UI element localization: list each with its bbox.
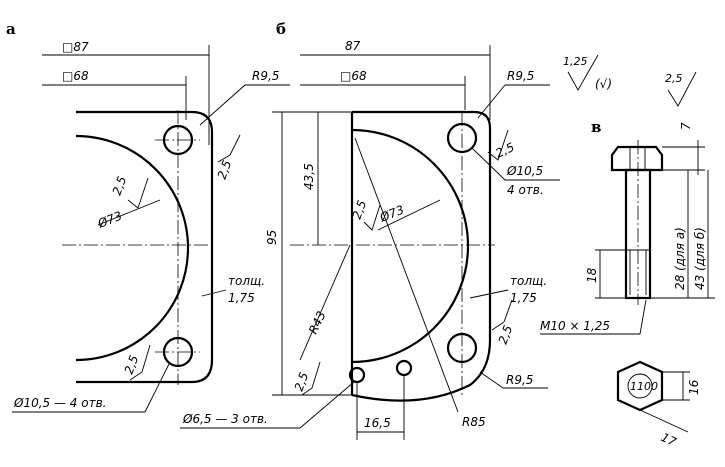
leader-r85: [354, 137, 459, 413]
finish-general-mark: [567, 54, 599, 91]
arc-diameter-text: Ø73: [95, 209, 124, 232]
arc-cutout: [75, 134, 190, 362]
radius-bottom-text: R9,5: [506, 373, 533, 387]
hex-marking: 1100: [630, 380, 658, 393]
finish-bolt-value: 2,5: [665, 72, 683, 85]
roughness-side-b-mark: [491, 299, 513, 331]
thickness-leader: [201, 289, 227, 297]
across-flats-text: 17: [659, 430, 679, 449]
roughness-hole: 2,5: [493, 140, 516, 161]
roughness-arc-b: 2,5: [350, 198, 370, 221]
radius-small-text: R43: [306, 309, 329, 336]
head-height-text: 7: [679, 122, 693, 130]
holes-leader: [144, 361, 171, 413]
roughness-bottom-mark: [301, 361, 321, 396]
small-holes-leader: [299, 381, 355, 429]
roughness-hole-mark: [487, 129, 509, 161]
leader-hole-b: [471, 147, 506, 181]
roughness-arc-mark: [127, 177, 149, 209]
leader-r43: [299, 244, 351, 361]
view-b-label: б: [276, 20, 286, 38]
roughness-side-b: 2,5: [496, 323, 516, 346]
plate-outline-b: [351, 110, 492, 402]
hole-count-text: 4 отв.: [507, 183, 544, 197]
radius-top-text: R9,5: [507, 69, 534, 83]
roughness-low-mark: [129, 344, 151, 381]
hole-diameter-text: Ø10,5: [506, 164, 543, 178]
dim-line-17: [639, 409, 689, 433]
thickness-value-b: 1,75: [510, 291, 537, 305]
view-b: б 87 □68 95 43,5 R9,5: [180, 20, 560, 440]
arc-cutout-b: [351, 128, 470, 364]
view-a: а □87 □68 R9,5 2,5 Ø73 2,5 толщ.: [6, 20, 290, 413]
thread-text: M10 × 1,25: [540, 319, 610, 333]
leader-r95: [199, 84, 246, 126]
roughness-bottom: 2,5: [292, 370, 312, 393]
radius-large-text: R85: [462, 415, 486, 429]
finish-bracket: (√): [595, 77, 612, 91]
plate-outline: [76, 110, 214, 384]
view-a-label: а: [6, 20, 16, 38]
roughness-arc-b-mark: [363, 204, 381, 231]
thread-leader: [639, 299, 647, 335]
roughness-arc: 2,5: [110, 174, 130, 197]
thread-length-text: 18: [585, 267, 599, 283]
upper-height-text: 43,5: [302, 163, 316, 190]
arc-diameter-b: Ø73: [377, 203, 406, 226]
dim-outer-text: □87: [62, 40, 89, 54]
hole-top: [162, 124, 194, 156]
surface-finish: 1,25 (√) 2,5: [563, 54, 697, 107]
diameter-leader: [97, 199, 161, 226]
thickness-label: толщ.: [228, 274, 265, 288]
finish-bolt-mark: [667, 71, 697, 107]
thickness-label-b: толщ.: [510, 274, 547, 288]
roughness-side-mark: [217, 134, 241, 163]
height-text: 95: [265, 230, 279, 245]
spacing-text: 16,5: [364, 416, 391, 430]
view-c-label: в: [591, 118, 601, 136]
hole-bottom-b: [446, 332, 478, 364]
finish-general-value: 1,25: [563, 55, 588, 68]
thickness-value: 1,75: [228, 291, 255, 305]
hole-top-b: [446, 122, 478, 154]
diameter-leader-b: [377, 199, 441, 231]
small-hole-2: [395, 359, 413, 377]
roughness-side: 2,5: [215, 158, 235, 181]
length-a-text: 28 (для а): [673, 227, 687, 290]
small-holes-text: Ø6,5 — 3 отв.: [182, 412, 268, 426]
hex-inner-circle: [627, 373, 653, 399]
bolt-head: [610, 145, 664, 172]
dim-inner-text: □68: [62, 69, 89, 83]
radius-text: R9,5: [252, 69, 279, 83]
leader-r95-b: [477, 84, 506, 119]
hole-bottom: [162, 336, 194, 368]
holes-text: Ø10,5 — 4 отв.: [13, 396, 106, 410]
length-b-text: 43 (для б): [693, 227, 707, 290]
thickness-leader-b: [469, 289, 509, 299]
view-c: в 7 28 (для а) 43 (для б) 18 M10 × 1,25: [540, 118, 715, 449]
dim-68-text: □68: [340, 69, 367, 83]
roughness-low: 2,5: [122, 353, 142, 376]
leader-r95-bottom: [479, 371, 504, 389]
head-size-text: 16: [687, 379, 701, 395]
dim-87-text: 87: [345, 39, 361, 53]
